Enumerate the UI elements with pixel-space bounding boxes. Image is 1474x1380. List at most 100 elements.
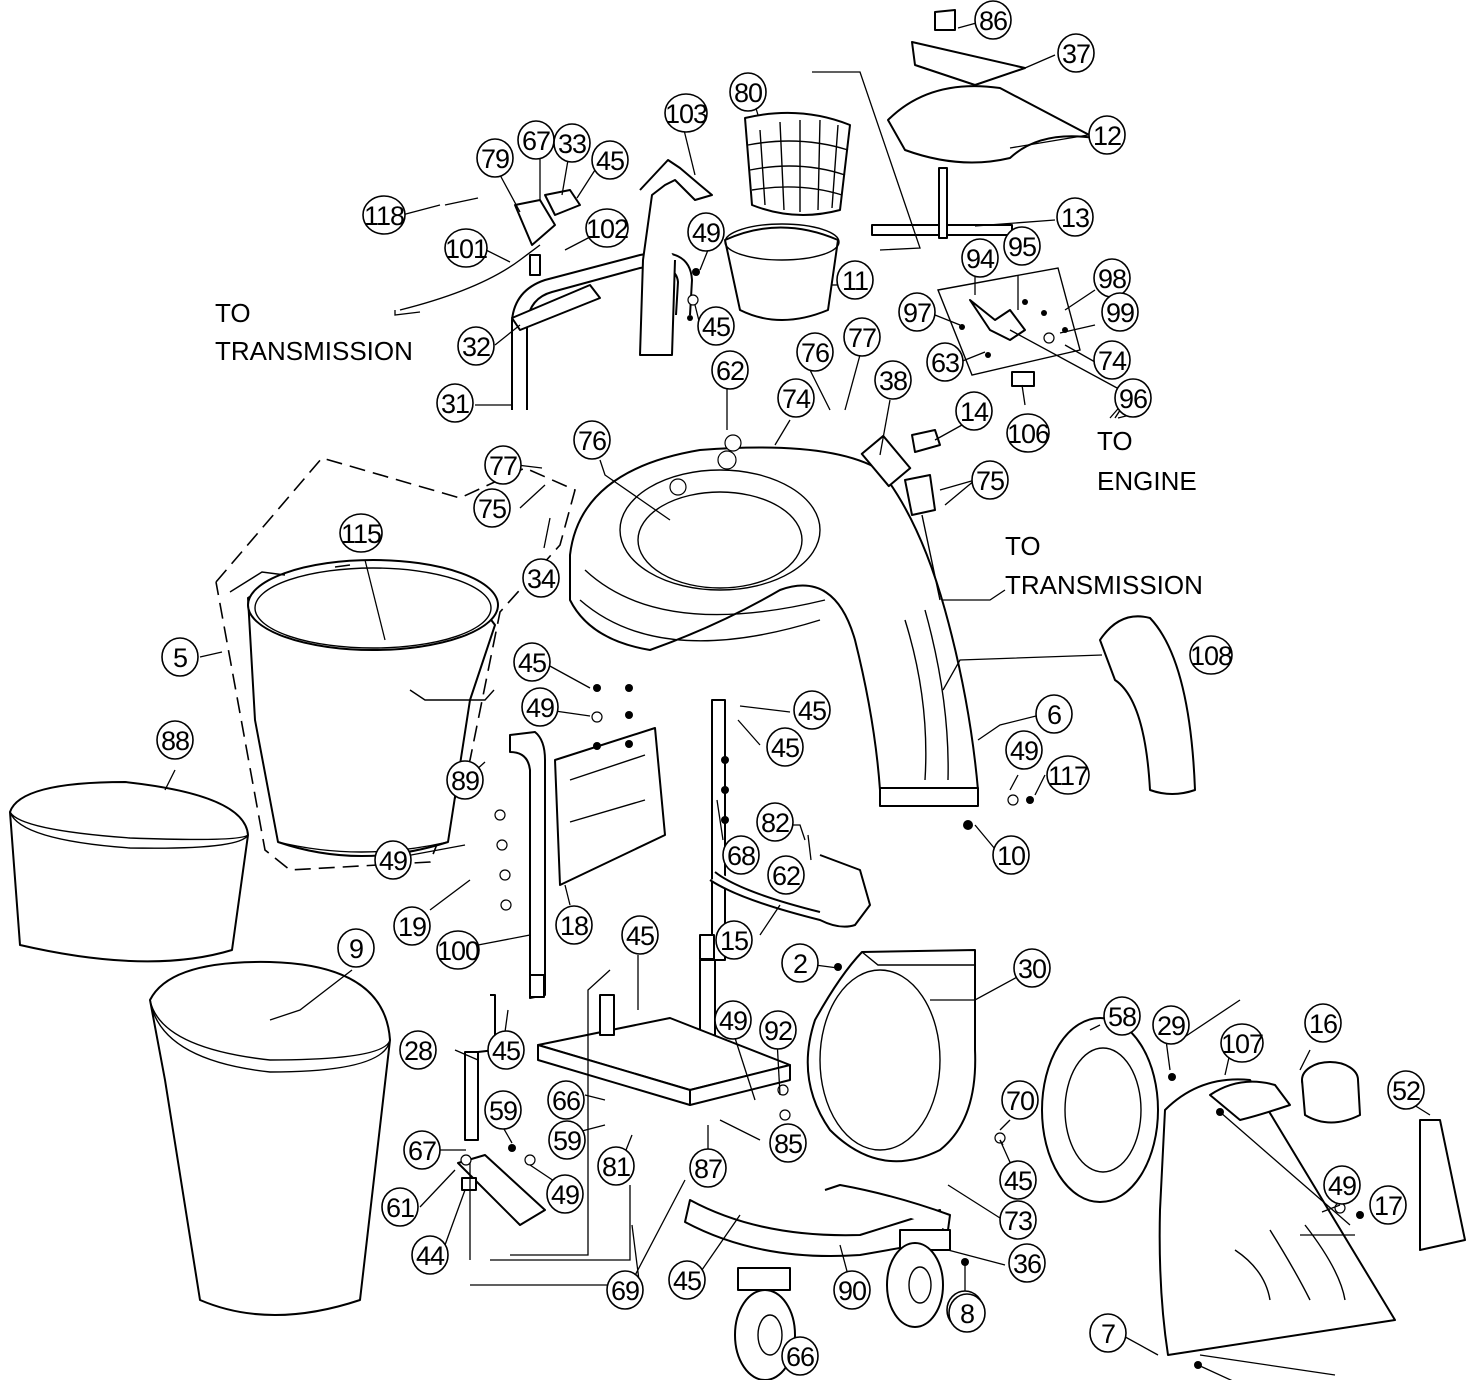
callout-label: 28 bbox=[404, 1036, 432, 1066]
callout-92: 92 bbox=[759, 1010, 797, 1050]
callout-77: 77 bbox=[843, 317, 881, 357]
nozzle-7 bbox=[1158, 1078, 1396, 1356]
callout-59: 59 bbox=[484, 1090, 522, 1130]
callout-label: 85 bbox=[774, 1129, 802, 1159]
callout-label: 33 bbox=[558, 129, 586, 159]
callout-label: 45 bbox=[518, 648, 546, 678]
note-to-engine: TO ENGINE bbox=[1097, 426, 1197, 496]
callout-11: 11 bbox=[836, 260, 874, 300]
callout-label: 49 bbox=[719, 1006, 747, 1036]
callout-73: 73 bbox=[999, 1200, 1037, 1240]
callout-45: 45 bbox=[668, 1260, 706, 1300]
callout-label: 75 bbox=[976, 466, 1004, 496]
callout-label: 59 bbox=[489, 1096, 517, 1126]
svg-text:TO: TO bbox=[1005, 531, 1041, 561]
callout-103: 103 bbox=[664, 93, 708, 133]
callout-102: 102 bbox=[585, 208, 629, 248]
callout-45: 45 bbox=[621, 915, 659, 955]
callout-label: 108 bbox=[1190, 641, 1232, 671]
callout-label: 17 bbox=[1374, 1191, 1402, 1221]
callout-81: 81 bbox=[597, 1146, 635, 1186]
callout-100: 100 bbox=[436, 930, 480, 970]
callout-75: 75 bbox=[971, 460, 1009, 500]
callout-87: 87 bbox=[689, 1148, 727, 1188]
callout-label: 107 bbox=[1221, 1029, 1263, 1059]
callout-12: 12 bbox=[1088, 115, 1126, 155]
callout-69: 69 bbox=[606, 1270, 644, 1310]
callout-49: 49 bbox=[521, 687, 559, 727]
callout-45: 45 bbox=[487, 1030, 525, 1070]
callout-label: 45 bbox=[626, 921, 654, 951]
callout-label: 10 bbox=[997, 841, 1025, 871]
callout-label: 45 bbox=[702, 312, 730, 342]
callout-label: 95 bbox=[1008, 232, 1036, 262]
callout-label: 45 bbox=[771, 733, 799, 763]
svg-text:ENGINE: ENGINE bbox=[1097, 466, 1197, 496]
callout-75: 75 bbox=[473, 488, 511, 528]
callout-8: 8 bbox=[948, 1293, 986, 1333]
callout-label: 15 bbox=[720, 926, 748, 956]
callout-17: 17 bbox=[1369, 1185, 1407, 1225]
callout-label: 82 bbox=[761, 808, 789, 838]
callout-label: 49 bbox=[379, 846, 407, 876]
callout-49: 49 bbox=[687, 212, 725, 252]
callout-10: 10 bbox=[992, 835, 1030, 875]
callout-label: 44 bbox=[416, 1241, 445, 1271]
callout-70: 70 bbox=[1001, 1080, 1039, 1120]
blower-housing-6 bbox=[569, 446, 979, 807]
svg-text:TRANSMISSION: TRANSMISSION bbox=[1005, 570, 1203, 600]
callout-49: 49 bbox=[1323, 1165, 1361, 1205]
callout-label: 38 bbox=[879, 366, 907, 396]
callout-label: 102 bbox=[586, 214, 628, 244]
callout-label: 29 bbox=[1157, 1011, 1185, 1041]
callout-label: 36 bbox=[1013, 1249, 1041, 1279]
callout-30: 30 bbox=[1013, 948, 1051, 988]
lever-16 bbox=[464, 994, 496, 1141]
callout-67: 67 bbox=[403, 1130, 441, 1170]
callout-label: 11 bbox=[842, 266, 868, 296]
callout-45: 45 bbox=[766, 727, 804, 767]
callout-label: 6 bbox=[1047, 700, 1061, 730]
callout-label: 99 bbox=[1106, 298, 1134, 328]
collection-bag-115 bbox=[229, 559, 499, 857]
intake-hopper-11 bbox=[724, 223, 840, 321]
svg-text:TO: TO bbox=[215, 298, 251, 328]
svg-text:TRANSMISSION: TRANSMISSION bbox=[215, 336, 413, 366]
deflector-108 bbox=[1099, 615, 1196, 795]
callout-77: 77 bbox=[484, 445, 522, 485]
callout-label: 49 bbox=[551, 1180, 579, 1210]
callout-label: 86 bbox=[979, 6, 1007, 36]
callout-label: 87 bbox=[694, 1154, 722, 1184]
callout-97: 97 bbox=[898, 292, 936, 332]
callout-label: 19 bbox=[398, 912, 426, 942]
callout-13: 13 bbox=[1056, 197, 1094, 237]
callout-85: 85 bbox=[769, 1123, 807, 1163]
callout-label: 68 bbox=[727, 841, 755, 871]
bag-liner-117 bbox=[9, 781, 249, 963]
callout-82: 82 bbox=[756, 802, 794, 842]
callout-98: 98 bbox=[1093, 258, 1131, 298]
callout-label: 61 bbox=[386, 1193, 414, 1223]
callout-label: 45 bbox=[673, 1266, 701, 1296]
callout-label: 45 bbox=[798, 696, 826, 726]
callout-107: 107 bbox=[1220, 1023, 1264, 1063]
callout-label: 49 bbox=[1328, 1171, 1356, 1201]
callout-label: 76 bbox=[578, 426, 606, 456]
callout-95: 95 bbox=[1003, 226, 1041, 266]
cap-29 bbox=[1301, 1061, 1361, 1124]
callout-68: 68 bbox=[722, 835, 760, 875]
callout-49: 49 bbox=[714, 1000, 752, 1040]
callout-label: 115 bbox=[341, 519, 381, 549]
callout-label: 79 bbox=[481, 144, 509, 174]
callout-18: 18 bbox=[555, 905, 593, 945]
callout-label: 94 bbox=[966, 244, 995, 274]
callout-label: 12 bbox=[1093, 121, 1121, 151]
handle-tube-15 bbox=[509, 731, 546, 999]
callout-32: 32 bbox=[457, 326, 495, 366]
callout-74: 74 bbox=[777, 378, 815, 418]
callout-label: 14 bbox=[960, 397, 989, 427]
callout-label: 100 bbox=[437, 936, 479, 966]
callout-62: 62 bbox=[767, 855, 805, 895]
callout-label: 66 bbox=[552, 1086, 580, 1116]
